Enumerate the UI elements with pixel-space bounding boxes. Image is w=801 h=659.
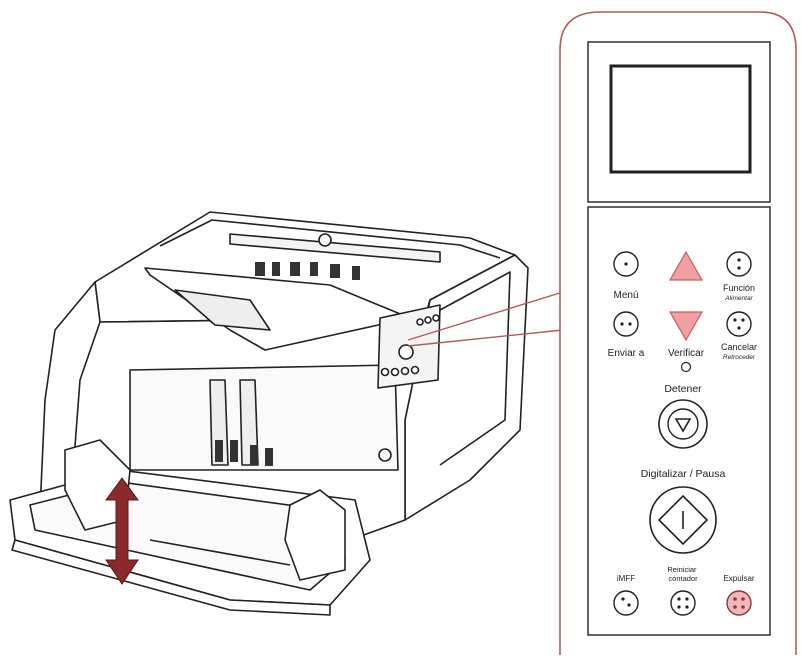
operator-panel: Menú Función Alimentar Enviar a Verifica… bbox=[587, 41, 771, 636]
stop-button[interactable] bbox=[658, 399, 708, 449]
tray-side-guide-right bbox=[284, 489, 346, 581]
function-label: Función bbox=[723, 283, 755, 293]
imff-button[interactable] bbox=[613, 590, 639, 616]
menu-button[interactable] bbox=[613, 251, 639, 277]
verify-indicator-led bbox=[680, 361, 692, 373]
stop-label: Detener bbox=[664, 383, 702, 395]
function-sub-label: Alimentar bbox=[724, 295, 753, 302]
scan-diamond-icon bbox=[657, 494, 709, 546]
down-triangle-icon[interactable] bbox=[668, 311, 704, 342]
stop-octagon-icon bbox=[674, 418, 692, 433]
eject-button[interactable] bbox=[726, 590, 752, 616]
cancel-sub-label: Retroceder bbox=[723, 354, 756, 361]
reset-counter-label: Reiniciar contador bbox=[667, 565, 698, 583]
reset-counter-label-text-line2: contador bbox=[668, 574, 698, 583]
scanner-side-knob bbox=[378, 448, 392, 462]
imff-label: iMFF bbox=[617, 574, 635, 583]
function-button[interactable] bbox=[726, 251, 752, 277]
scanner-back-edge bbox=[159, 219, 501, 259]
lcd-display-screen bbox=[609, 64, 752, 174]
reset-counter-label-text: Reiniciar bbox=[667, 565, 697, 574]
tray-line bbox=[149, 539, 291, 566]
verify-label: Verificar bbox=[668, 348, 705, 359]
scanner-illustration bbox=[9, 211, 529, 616]
scanner-right-panel-line bbox=[439, 271, 511, 466]
scanner-guide-left bbox=[209, 379, 229, 466]
scanner-top-knob bbox=[318, 233, 332, 247]
scan-pause-button[interactable] bbox=[649, 486, 717, 554]
document-chute bbox=[144, 267, 411, 351]
scanner-hopper-opening bbox=[129, 364, 399, 471]
scanner-inner-details bbox=[215, 440, 273, 466]
scan-pause-label: Digitalizar / Pausa bbox=[641, 468, 726, 480]
scanner-rollers bbox=[255, 262, 360, 280]
up-triangle-icon[interactable] bbox=[668, 250, 704, 281]
eject-label: Expulsar bbox=[723, 574, 754, 583]
send-to-label: Enviar a bbox=[608, 348, 645, 359]
document-chute-opening bbox=[174, 289, 271, 331]
paper-tray-front-lip bbox=[11, 539, 331, 616]
cancel-button[interactable] bbox=[726, 311, 752, 337]
menu-label: Menú bbox=[613, 290, 638, 301]
scanner-back-slot bbox=[229, 233, 441, 263]
cancel-label: Cancelar bbox=[721, 342, 757, 352]
double-arrow-icon bbox=[105, 477, 139, 585]
send-to-button[interactable] bbox=[613, 311, 639, 337]
callout-lines bbox=[407, 291, 564, 347]
reset-counter-button[interactable] bbox=[670, 590, 696, 616]
